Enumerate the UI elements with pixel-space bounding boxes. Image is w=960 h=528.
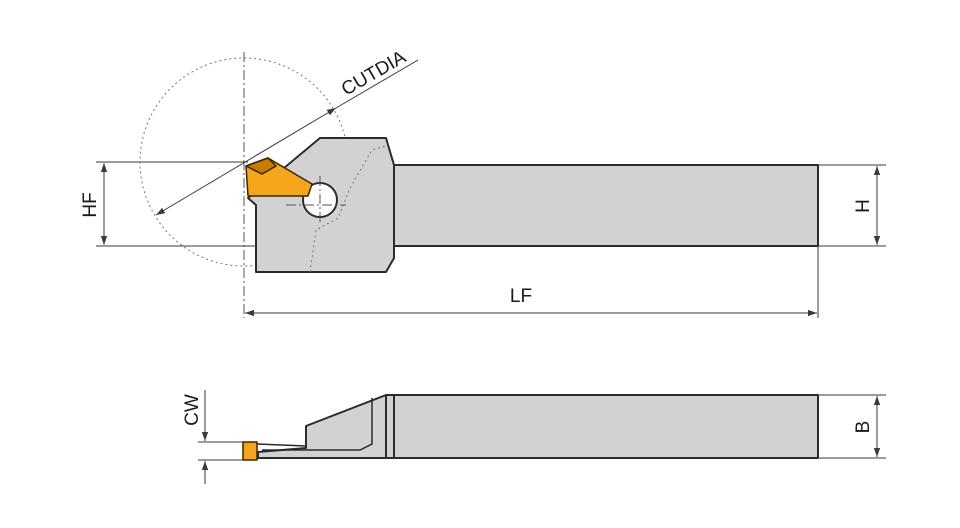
- head-relief-line: [309, 145, 387, 273]
- top-view: CUTDIA HF H LF: [80, 47, 886, 318]
- side-insert-face: [256, 443, 307, 447]
- lf-label: LF: [510, 286, 532, 307]
- side-head: [257, 394, 387, 459]
- side-head-inner: [262, 398, 373, 451]
- hf-label: HF: [80, 192, 101, 217]
- top-shank: [393, 164, 819, 247]
- side-insert: [242, 441, 258, 461]
- side-view: CW B: [182, 390, 886, 484]
- side-shank: [385, 394, 819, 459]
- cutdia-label: CUTDIA: [338, 47, 410, 101]
- h-label: H: [853, 199, 874, 213]
- b-label: B: [853, 421, 874, 434]
- cutdia-extension-line: [335, 59, 419, 109]
- cw-label: CW: [182, 394, 203, 426]
